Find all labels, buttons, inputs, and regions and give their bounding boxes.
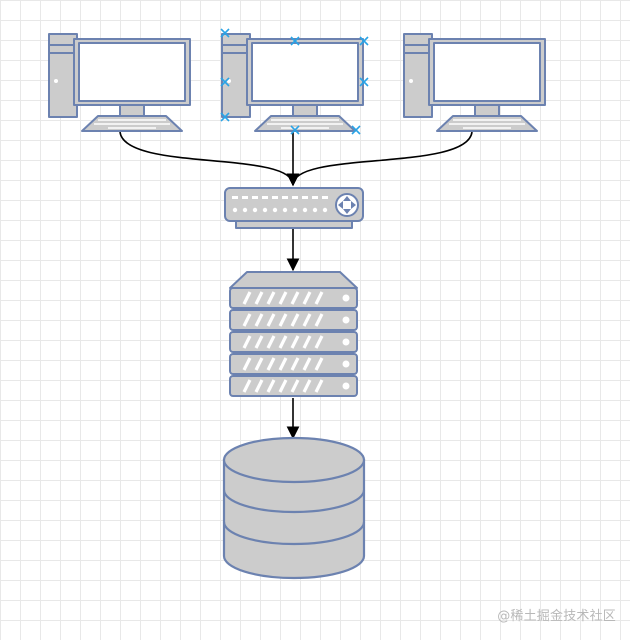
selection-handle-8[interactable]	[351, 125, 361, 135]
tower-case	[403, 33, 433, 118]
selection-handle-7[interactable]	[290, 125, 300, 135]
monitor-stand	[119, 104, 145, 117]
server-top	[229, 271, 358, 289]
rack-server[interactable]	[229, 271, 358, 397]
tower-case	[221, 33, 251, 118]
keyboard-keys	[449, 119, 525, 129]
router-body	[224, 187, 364, 222]
monitor-screen	[78, 42, 186, 102]
router-direction-icon	[335, 193, 359, 217]
watermark-text: @稀土掘金技术社区	[497, 609, 616, 624]
database-ring-1	[222, 489, 366, 514]
keyboard-keys	[267, 119, 343, 129]
edge-pc-left-to-router[interactable]	[119, 131, 300, 187]
server-unit-2	[229, 309, 358, 331]
database-cylinder[interactable]	[222, 436, 366, 580]
database-top	[222, 436, 366, 484]
desktop-computer-center[interactable]	[221, 33, 364, 132]
selection-handle-6[interactable]	[220, 112, 230, 122]
edge-pc-right-to-router[interactable]	[286, 131, 473, 187]
selection-handles[interactable]	[220, 28, 369, 135]
selection-handle-4[interactable]	[220, 77, 230, 87]
router-port-lights	[232, 196, 328, 213]
database-body	[222, 458, 366, 580]
tower-case	[48, 33, 78, 118]
keyboard-keys	[94, 119, 170, 129]
server-unit-5	[229, 375, 358, 397]
power-led	[409, 79, 413, 83]
database-ring-2	[222, 521, 366, 546]
server-unit-1	[229, 287, 358, 309]
network-router[interactable]	[224, 187, 364, 229]
monitor-stand	[474, 104, 500, 117]
selection-handle-3[interactable]	[359, 36, 369, 46]
selection-handle-1[interactable]	[220, 28, 230, 38]
server-unit-3	[229, 331, 358, 353]
selection-handle-2[interactable]	[290, 36, 300, 46]
edges-layer	[119, 131, 473, 440]
router-arrows-icon	[338, 196, 356, 214]
desktop-computer-left[interactable]	[48, 33, 191, 132]
monitor-screen	[251, 42, 359, 102]
selection-handle-5[interactable]	[359, 77, 369, 87]
monitor-screen	[433, 42, 541, 102]
monitor-stand	[292, 104, 318, 117]
desktop-computer-right[interactable]	[403, 33, 546, 132]
power-led	[54, 79, 58, 83]
server-unit-4	[229, 353, 358, 375]
